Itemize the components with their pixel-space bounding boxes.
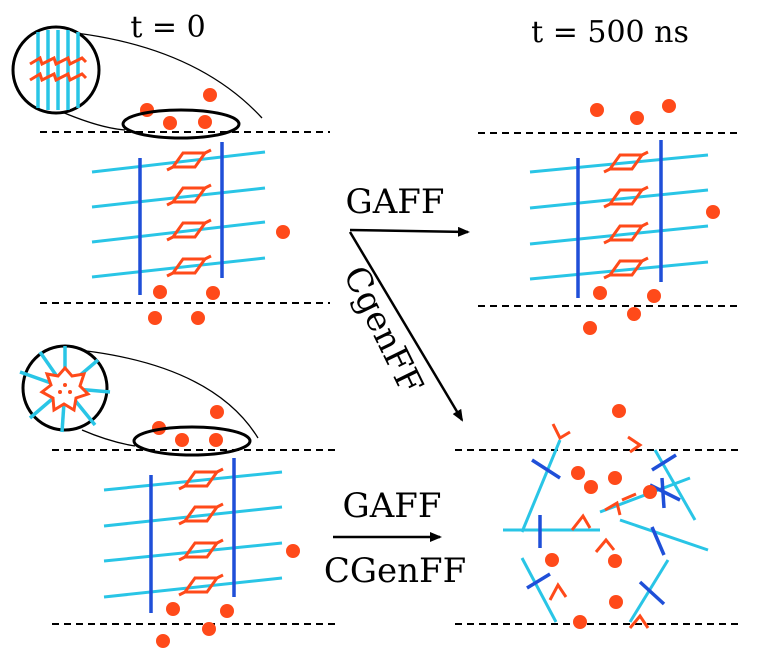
top-left-panel [11,25,330,325]
top-arrow-label: GAFF [346,182,445,222]
blue-strands [138,142,224,295]
bottom-arrow-label-2: CGenFF [324,551,466,591]
cyan-strands [503,439,709,623]
zoom-circle-bottom [19,344,111,433]
blue-strands [576,140,663,298]
diag-arrow-label: CgenFF [335,260,431,401]
time-end-label: t = 500 ns [531,15,689,50]
cyan-strands [529,153,709,281]
zoom-ellipse [121,108,241,140]
top-arrow [349,226,470,237]
orange-rhombi [177,467,225,597]
zoom-line-lower [81,429,136,447]
cyan-strands [103,470,283,599]
ions [583,99,720,335]
bottom-arrow-label-1: GAFF [343,486,442,526]
bottom-left-panel [19,344,340,648]
blue-strands [526,453,681,606]
cyan-strands [91,150,266,279]
blue-strands [149,458,236,613]
zoom-line-upper [57,347,259,439]
top-right-panel [478,99,740,335]
ions [152,405,300,648]
time-start-label: t = 0 [130,10,205,45]
ions [140,88,290,325]
zoom-ellipse [132,425,252,457]
orange-rhombi [602,150,650,280]
ions [545,404,657,629]
zoom-line-lower [61,111,126,131]
zoom-circle-top [11,25,101,115]
arrows [333,226,470,542]
diag-arrow [348,231,464,422]
bottom-right-panel [455,404,740,629]
orange-rhombi [165,148,213,278]
orange-fragments [548,423,650,629]
